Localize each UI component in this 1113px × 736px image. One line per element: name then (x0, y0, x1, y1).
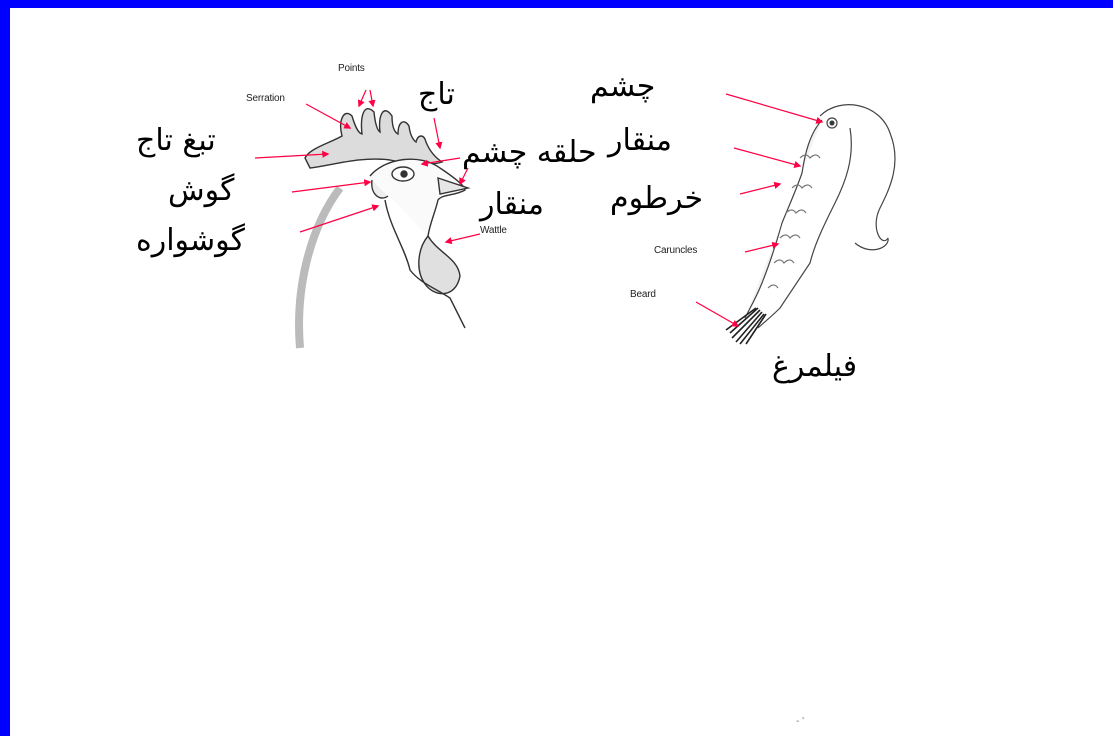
label-turkey-title-fa: فیلمرغ (772, 352, 857, 382)
arrow-beard (696, 302, 738, 326)
label-earring-fa: گوشواره (136, 226, 245, 256)
arrow-snood (740, 184, 780, 194)
label-beak-fa: منقار (480, 190, 544, 220)
arrow-earring (300, 206, 378, 232)
label-caruncles: Caruncles (654, 246, 697, 256)
arrow-eye (726, 94, 822, 122)
arrow-points-right (370, 90, 373, 106)
arrow-ear (292, 182, 370, 192)
arrow-points-left (359, 90, 366, 106)
label-eye-ring-fa: حلقه چشم (462, 138, 597, 168)
rooster-illustration (299, 109, 468, 348)
label-ear-fa: گوش (168, 176, 234, 206)
arrow-comb (434, 118, 440, 148)
stray-mark: - ' (796, 716, 804, 727)
rooster-neck-hackle (299, 188, 340, 348)
label-snood-fa: خرطوم (610, 184, 703, 214)
turkey-snood (855, 238, 888, 250)
label-eye-fa: چشم (590, 72, 655, 102)
label-wattle: Wattle (480, 226, 507, 236)
arrow-turkey-beak (734, 148, 800, 166)
label-beard: Beard (630, 290, 656, 300)
label-comb-fa: تاج (418, 80, 455, 110)
arrow-beak (460, 168, 468, 184)
label-comb-blade-fa: تبغ تاج (136, 126, 216, 156)
slide-canvas: - ' Points Serration Wattle تاج تبغ تاج … (10, 8, 1113, 736)
arrow-wattle (446, 234, 480, 242)
label-points: Points (338, 64, 365, 74)
rooster-wattle (419, 236, 460, 294)
rooster-comb (305, 109, 442, 168)
label-serration: Serration (246, 94, 285, 104)
turkey-caruncles (768, 155, 820, 288)
label-turkey-beak-fa: منقار (608, 126, 672, 156)
turkey-face (745, 120, 822, 318)
turkey-illustration (726, 105, 895, 344)
anatomy-figure: - ' (10, 8, 1113, 736)
